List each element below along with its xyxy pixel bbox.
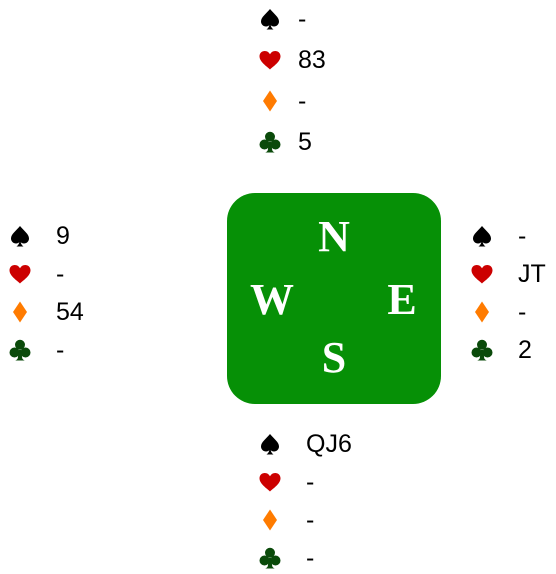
east-spades-cards: - <box>518 222 527 250</box>
compass-west: W <box>250 275 294 324</box>
north-spades-cards: - <box>298 5 307 33</box>
west-clubs-cards: - <box>56 336 65 364</box>
north-hearts-cards: 83 <box>298 46 326 74</box>
spade-icon <box>258 432 282 456</box>
west-diamonds-row: 54 <box>8 295 84 329</box>
south-hearts-cards: - <box>306 468 315 496</box>
heart-icon <box>470 262 494 286</box>
south-clubs-cards: - <box>306 544 315 572</box>
south-clubs-row: - <box>258 541 314 574</box>
compass-north: N <box>318 212 350 261</box>
south-spades-row: QJ6 <box>258 427 352 461</box>
club-icon <box>258 546 282 570</box>
north-diamonds-row: - <box>258 84 306 118</box>
west-spades-row: 9 <box>8 219 70 253</box>
compass-east: E <box>387 275 417 324</box>
west-hearts-row: - <box>8 257 64 291</box>
west-diamonds-cards: 54 <box>56 298 84 326</box>
diamond-icon <box>258 508 282 532</box>
south-spades-cards: QJ6 <box>306 430 352 458</box>
diamond-icon <box>470 300 494 324</box>
diamond-icon <box>258 89 282 113</box>
east-clubs-row: 2 <box>470 333 532 367</box>
west-spades-cards: 9 <box>56 222 70 250</box>
north-clubs-cards: 5 <box>298 128 312 156</box>
heart-icon <box>8 262 32 286</box>
east-spades-row: - <box>470 219 526 253</box>
spade-icon <box>258 7 282 31</box>
east-diamonds-row: - <box>470 295 526 329</box>
west-hearts-cards: - <box>56 260 65 288</box>
north-hearts-row: 83 <box>258 43 326 77</box>
south-hearts-row: - <box>258 465 314 499</box>
club-icon <box>470 338 494 362</box>
east-clubs-cards: 2 <box>518 336 532 364</box>
north-spades-row: - <box>258 2 306 36</box>
spade-icon <box>8 224 32 248</box>
club-icon <box>258 130 282 154</box>
spade-icon <box>470 224 494 248</box>
diamond-icon <box>8 300 32 324</box>
south-diamonds-row: - <box>258 503 314 537</box>
south-diamonds-cards: - <box>306 506 315 534</box>
table-compass: N W E S <box>227 193 441 404</box>
club-icon <box>8 338 32 362</box>
compass-south: S <box>321 333 347 382</box>
north-diamonds-cards: - <box>298 87 307 115</box>
heart-icon <box>258 470 282 494</box>
west-clubs-row: - <box>8 333 64 367</box>
east-hearts-cards: JT <box>518 260 546 288</box>
east-hearts-row: JT <box>470 257 546 291</box>
north-clubs-row: 5 <box>258 125 312 159</box>
heart-icon <box>258 48 282 72</box>
east-diamonds-cards: - <box>518 298 527 326</box>
